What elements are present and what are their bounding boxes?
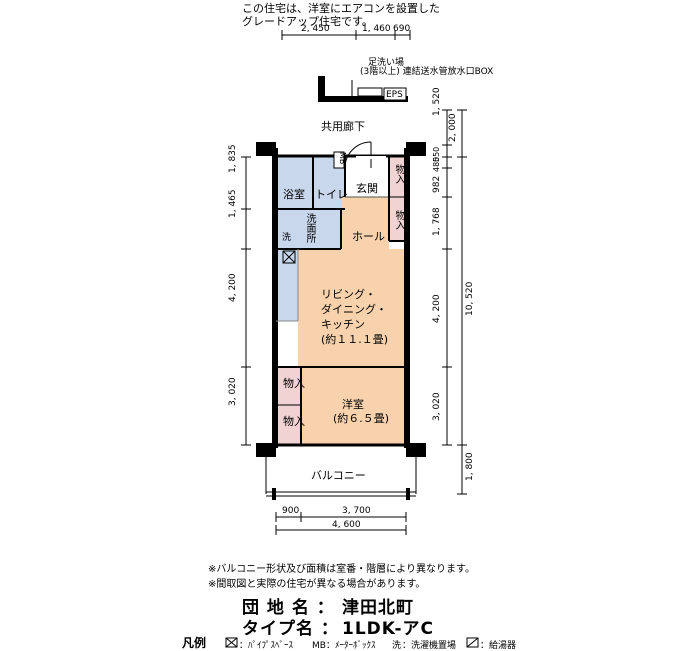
bath-label: 浴室 [283,188,305,201]
footwash-label-2: (3階以上) 連結送水管放水口BOX [360,67,494,77]
corridor-label: 共用廊下 [321,120,365,133]
top-dim-2: 1, 460 [362,24,391,34]
top-dim-3: 690 [393,24,411,34]
washroom-label: 洗面所 [304,213,315,243]
toilet-label: トイレ [315,188,348,201]
bottom-dim-2: 3, 700 [342,506,371,516]
left-dim-3: 4, 200 [228,273,238,302]
entrance-label: 玄関 [356,182,378,195]
right-dim-3: 480 [432,156,441,172]
storage-label-3: 物入 [283,377,305,390]
note-1: ※バルコニー形状及び面積は室番・階層により異なります。 [208,564,475,575]
hall-label: ホール [352,230,385,243]
right-outer-dim-1: 2, 000 [448,113,458,142]
western-label-2: (約６.５畳) [333,412,390,425]
right-outer-dim-2: 10, 520 [465,281,475,316]
bath-area [276,157,313,209]
bottom-dim-3: 4, 600 [332,520,361,530]
right-dim-1: 1, 520 [432,87,442,116]
legend-washer: ：洗濯機置場 [402,641,457,651]
storage-label-4: 物入 [283,415,305,428]
eps-label: EPS [386,90,403,100]
balcony-label: バルコニー [311,469,366,482]
right-dim-7: 3, 020 [432,392,442,421]
washroom-area [276,209,341,249]
right-dim-4: 982 [432,175,442,193]
western-area [301,367,406,444]
header-line-1: この住宅は、洋室にエアコンを設置した [242,2,440,15]
right-dim-6: 4, 200 [432,294,442,323]
ldk-label-1: リビング・ [321,288,376,301]
storage-label-2: 物入 [393,210,404,230]
header-line-2: グレードアップ住宅です。 [242,15,373,28]
mb-label: MB [338,152,347,165]
storage-2-area [389,197,406,241]
ldk-label-2: ダイニング・ [321,303,387,316]
legend-title: 凡例 [182,636,207,650]
footwash-label-1: 足洗い場 [368,58,405,68]
estate-name-label: 団 地 名 ： [242,598,335,618]
right-outer-dim-3: 1, 800 [465,452,475,481]
estate-name-value: 津田北町 [342,598,414,618]
entrance-area [345,168,389,197]
type-name-value: 1LDK-アC [342,619,434,639]
ldk-hall-area [341,197,389,249]
ldk-area [298,249,406,367]
western-label-1: 洋室 [342,398,364,411]
note-2: ※間取図と実際の住宅が異なる場合があります。 [208,579,426,590]
right-dim-5: 1, 768 [432,207,442,236]
left-dim-1: 1, 835 [228,144,238,173]
bottom-dim-1: 900 [282,506,300,516]
storage-label-1: 物入 [393,164,404,184]
ldk-label-3: キッチン [321,318,365,331]
type-name-label: タイプ名 ： [242,619,339,639]
legend-heater: ：給湯器 [480,641,517,651]
ldk-label-4: (約１１.１畳) [321,333,389,346]
wash-mark: 洗 [282,233,292,243]
top-dim-1: 2, 450 [301,24,330,34]
legend-wash-mark: 洗 [392,641,402,651]
legend-pipe-space: ：ﾊﾟｲﾌﾟｽﾍﾟｰｽ [239,641,294,651]
ldk-left-strip [276,249,298,321]
legend-meter-box: MB：ﾒｰﾀｰﾎﾞｯｸｽ [312,641,376,651]
left-dim-2: 1, 465 [228,189,238,218]
storage-1-area [389,157,406,197]
left-dim-4: 3, 020 [228,377,238,406]
